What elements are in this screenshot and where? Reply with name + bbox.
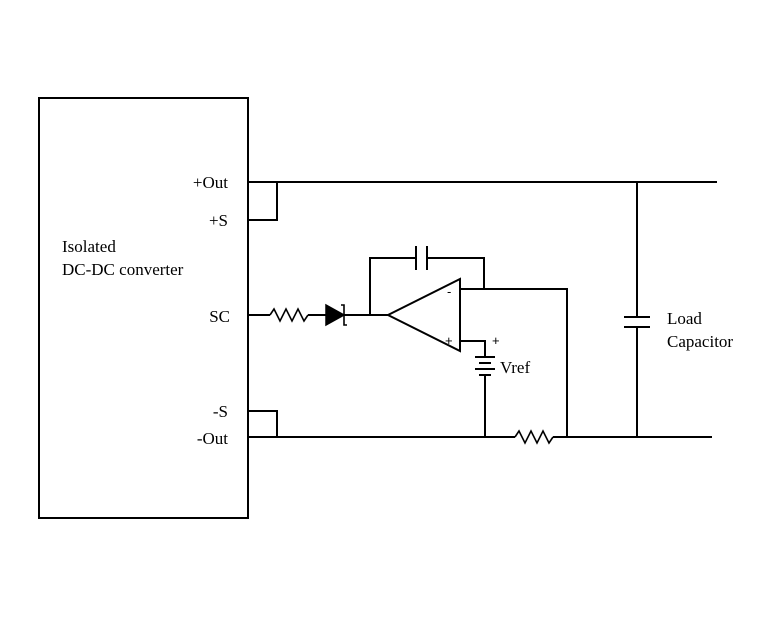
sc-resistor [269, 307, 309, 323]
converter-title-line2: DC-DC converter [62, 260, 184, 279]
opamp-minus: - [447, 284, 451, 299]
pin-neg-sense-label: -S [213, 402, 228, 421]
diode-symbol [325, 303, 346, 327]
sense-line [460, 288, 568, 437]
vref-polarity: + [492, 333, 500, 348]
converter-block [38, 97, 249, 519]
neg-sense-link [248, 410, 278, 437]
converter-title-line1: Isolated [62, 237, 116, 256]
pos-sense-link [248, 182, 278, 221]
pin-sc-label: SC [209, 307, 230, 326]
feedback-wire-left [369, 257, 416, 315]
pin-pos-out-label: +Out [193, 173, 228, 192]
sense-resistor [514, 429, 554, 445]
feedback-wire-right [427, 257, 485, 289]
load-label-line1: Load [667, 309, 702, 328]
vref-wire-top [460, 340, 486, 357]
pin-pos-sense-label: +S [209, 211, 228, 230]
pin-neg-out-label: -Out [197, 429, 228, 448]
load-label-line2: Capacitor [667, 332, 733, 351]
vref-label: Vref [500, 358, 530, 377]
opamp-symbol [385, 277, 461, 353]
opamp-plus: + [445, 333, 453, 348]
